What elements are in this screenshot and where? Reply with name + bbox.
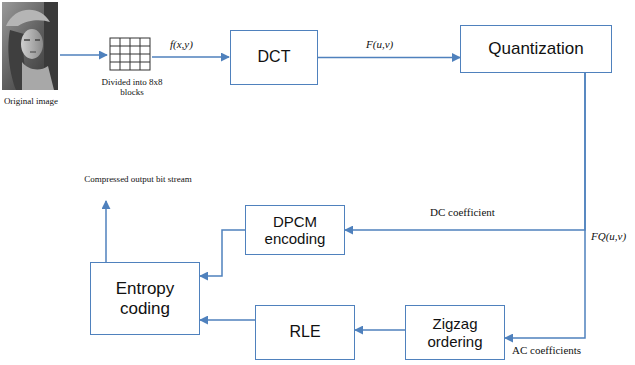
box-text-group: RLE (289, 323, 320, 341)
annotation-label: Compressed output bit stream (76, 174, 200, 184)
output-arrow (105, 201, 107, 262)
box-label: Entropy coding (97, 279, 193, 318)
block-grid (110, 38, 150, 70)
flow-arrow (505, 73, 585, 338)
edge-label: F(u,v) (366, 38, 393, 51)
process-box: Quantization (460, 25, 612, 73)
flow-arrow (200, 230, 245, 276)
box-label: RLE (289, 323, 320, 341)
edge-label: DC coefficient (430, 206, 495, 219)
box-text-group: Quantization (488, 39, 583, 59)
flow-arrow (60, 54, 107, 56)
process-box: Entropy coding (90, 262, 200, 335)
edge-label: AC coefficients (512, 344, 581, 357)
box-label: DPCM encoding (252, 213, 338, 248)
flow-arrow (318, 57, 460, 59)
box-text-group: DPCM encoding (252, 213, 338, 248)
process-box: Zigzag ordering (405, 305, 505, 360)
box-text-group: DCT (258, 48, 291, 66)
original-photo (2, 2, 58, 90)
annotation-label: FQ(u,v) (591, 230, 626, 243)
flow-arrow (200, 319, 255, 321)
box-label: Quantization (488, 39, 583, 59)
flow-arrow (355, 329, 405, 331)
annotation-label: Divided into 8x8 blocks (96, 77, 168, 98)
flow-arrow (345, 73, 585, 230)
annotation-label: f(x,y) (170, 38, 193, 51)
box-text-group: Zigzag ordering (412, 315, 498, 350)
box-text-group: Entropy coding (97, 279, 193, 318)
annotation-label: Original image (0, 96, 62, 106)
box-label: DCT (258, 48, 291, 66)
process-box: DCT (230, 30, 318, 85)
process-box: RLE (255, 305, 355, 360)
box-label: Zigzag ordering (412, 315, 498, 350)
flow-arrow (152, 56, 229, 58)
process-box: DPCM encoding (245, 205, 345, 255)
